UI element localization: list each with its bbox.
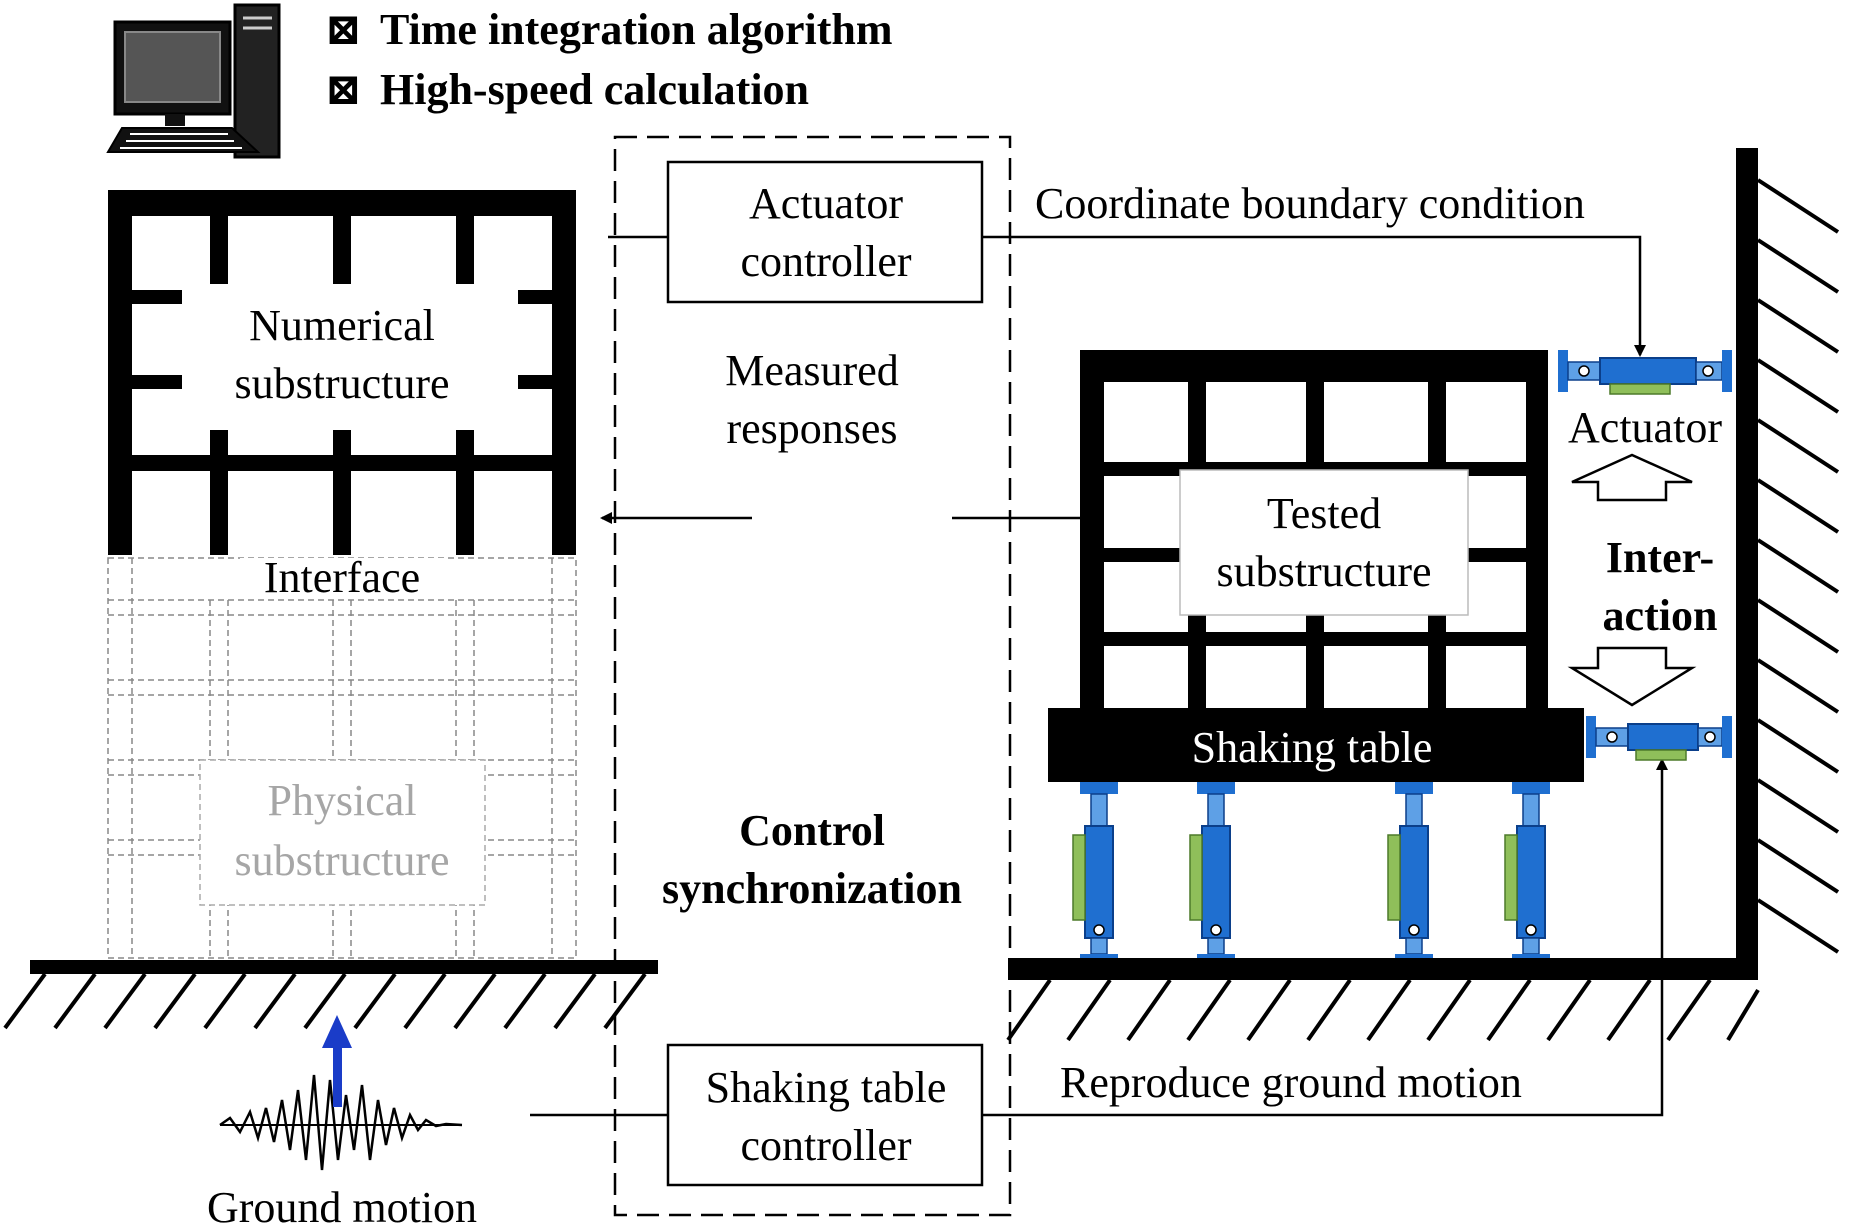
shaking-table [1048, 708, 1584, 782]
shaking-table-controller-label-2: controller [740, 1121, 911, 1170]
measured-responses-label-2: responses [726, 404, 897, 453]
measured-responses-label-1: Measured [725, 346, 899, 395]
computer-icon [106, 3, 281, 159]
ground-motion-arrow [322, 1015, 352, 1107]
reproduce-ground-motion-arrow [982, 758, 1668, 1117]
actuator-controller-label-2: controller [740, 237, 911, 286]
interaction-label-1: Inter- [1606, 533, 1714, 582]
vertical-actuator [1072, 782, 1118, 964]
tested-substructure-label-1: Tested [1267, 489, 1381, 538]
reaction-wall [1736, 148, 1840, 978]
control-synchronization-label-1: Control [739, 806, 885, 855]
numerical-substructure-frame [108, 190, 576, 555]
interface-label: Interface [264, 553, 420, 602]
interaction-up-arrow [1571, 453, 1693, 502]
checkbox-icon: ⊠ [325, 65, 362, 114]
shaking-table-controller-label-1: Shaking table [706, 1063, 947, 1112]
horizontal-actuator-bottom [1586, 716, 1732, 761]
physical-substructure-label-1: Physical [267, 776, 416, 825]
ground-motion-label: Ground motion [207, 1183, 477, 1231]
interaction-label-2: action [1603, 591, 1718, 640]
tested-substructure-label-2: substructure [1216, 547, 1431, 596]
bullet-high-speed: High-speed calculation [380, 65, 809, 114]
checkbox-icon: ⊠ [325, 5, 362, 54]
vertical-actuators [1072, 782, 1550, 964]
vertical-actuator [1504, 782, 1550, 964]
actuator-controller-label-1: Actuator [749, 179, 903, 228]
control-synchronization-label-2: synchronization [662, 864, 962, 913]
ground-motion-signal [219, 1074, 463, 1171]
right-ground [1006, 958, 1760, 1042]
control-synchronization-box [613, 135, 1012, 1217]
left-ground [3, 960, 658, 1030]
interaction-down-arrow [1567, 646, 1697, 707]
numerical-substructure-label-1: Numerical [249, 301, 435, 350]
horizontal-actuator-top [1558, 350, 1732, 395]
reproduce-ground-motion-label: Reproduce ground motion [1060, 1058, 1522, 1107]
actuator-label: Actuator [1568, 403, 1722, 452]
coordinate-boundary-arrow [982, 235, 1646, 357]
coordinate-boundary-label: Coordinate boundary condition [1035, 179, 1585, 228]
vertical-actuator [1387, 782, 1433, 964]
physical-substructure-label-2: substructure [234, 836, 449, 885]
actuator-controller-box [666, 160, 984, 304]
bullet-time-integration: Time integration algorithm [380, 5, 892, 54]
vertical-actuator [1189, 782, 1235, 964]
numerical-substructure-label-2: substructure [234, 359, 449, 408]
shaking-table-label: Shaking table [1192, 723, 1433, 772]
